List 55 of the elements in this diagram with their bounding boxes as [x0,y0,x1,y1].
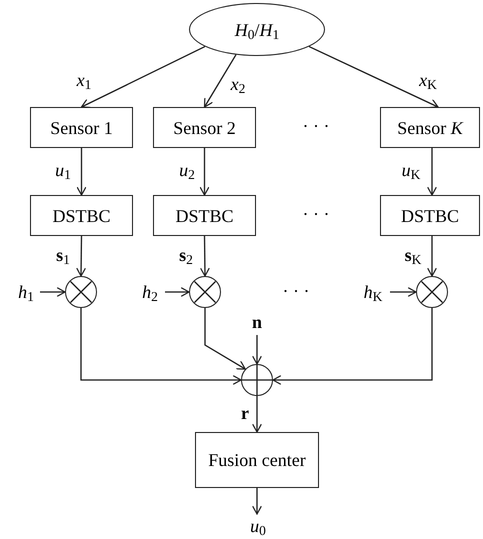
arrow [204,54,237,108]
node-label: Sensor K [397,118,463,136]
edge-label: s$_{1}$ [56,246,70,264]
encoder-box [30,195,133,236]
fusion-center-box [195,432,319,488]
edge-label: x$_{2}$ [230,75,246,93]
edge-label: n [252,313,262,331]
edge-label: h$_{1}$ [18,283,34,301]
multiplier-circle [65,276,97,308]
sensor-box [380,107,480,148]
arrow [426,148,438,196]
ellipsis-label: · · · [282,282,310,300]
node-label: Fusion center [208,451,306,469]
node-label: DSTBC [52,206,111,224]
sensor-box [153,107,256,148]
edge-label: u$_{0}$ [250,517,266,535]
edge-label: u$_{2}$ [179,161,195,179]
arrow [308,46,439,108]
encoder-box [380,195,480,236]
edge-label: r [241,404,249,422]
arrow [76,148,87,196]
node-label: H$_{0}$/H$_{1}$ [234,20,280,38]
arrow [199,148,210,196]
arrow [76,236,86,277]
edge-label: u$_{1}$ [55,161,71,179]
adder-circle [241,364,273,396]
multiplier-circle [416,276,448,308]
arrow [80,308,242,386]
ellipsis-label: · · · [302,117,330,135]
arrow [40,286,66,298]
arrow [426,236,438,277]
arrow [272,308,433,386]
multiplier-circle [189,276,221,308]
node-label: Sensor 1 [50,118,113,136]
edge-label: x$_{K}$ [419,71,437,89]
node-label: DSTBC [400,206,460,224]
node-label: DSTBC [175,206,234,224]
edge-label: x$_{1}$ [76,71,92,89]
arrow [252,335,262,365]
edge-label: h$_{2}$ [142,283,158,301]
arrow [80,46,206,108]
node-label: Sensor 2 [173,118,236,136]
arrow [204,308,246,370]
encoder-box [153,195,256,236]
ellipsis-label: · · · [302,205,330,223]
arrow [252,488,262,515]
sensor-box [30,107,133,148]
arrow [200,236,210,277]
edge-label: s$_{K}$ [404,246,422,264]
arrow [252,396,262,433]
edge-label: h$_{K}$ [364,283,382,301]
arrow [165,286,190,298]
edge-label: s$_{2}$ [179,246,193,264]
arrow [390,286,417,298]
edge-label: u$_{K}$ [402,161,420,179]
